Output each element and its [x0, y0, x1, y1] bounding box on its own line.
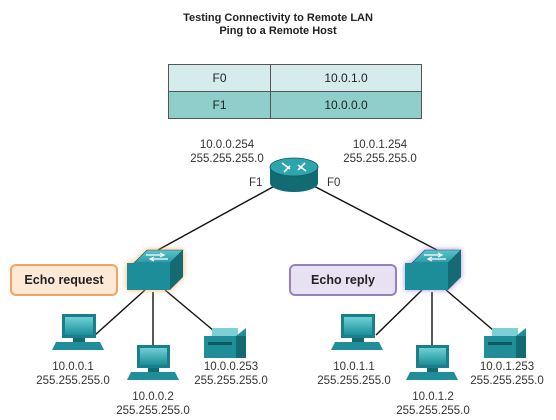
router-port-f0: F0: [327, 177, 341, 189]
right-pc1-ip: 10.0.1.1: [333, 361, 375, 373]
pc-icon: [52, 314, 104, 350]
router-icon: [269, 157, 319, 192]
links: [94, 182, 501, 345]
routing-table: F0 10.0.1.0 F1 10.0.0.0: [168, 64, 422, 119]
table-cell-interface: F1: [168, 91, 271, 119]
table-cell-network: 10.0.0.0: [270, 91, 422, 119]
left-pc1-mask: 255.255.255.0: [36, 375, 110, 387]
left-printer-mask: 255.255.255.0: [194, 375, 268, 387]
diagram-subtitle: Ping to a Remote Host: [219, 25, 337, 37]
link-rsw-printer: [445, 289, 501, 337]
router-right-ip: 10.0.1.254: [352, 139, 408, 151]
router-left-mask: 255.255.255.0: [190, 153, 264, 165]
right-printer-mask: 255.255.255.0: [470, 375, 544, 387]
link-router-left-switch: [157, 182, 281, 251]
pc-icon: [406, 345, 458, 380]
switch-icon: [127, 249, 184, 290]
router-left-ip: 10.0.0.254: [199, 139, 255, 151]
echo-reply-callout: Echo reply: [289, 264, 397, 296]
left-printer-ip: 10.0.0.253: [203, 361, 259, 373]
diagram-title: Testing Connectivity to Remote LAN: [183, 12, 373, 24]
right-pc2-ip: 10.0.1.2: [412, 391, 454, 403]
echo-request-callout: Echo request: [10, 264, 118, 296]
printer-icon: [484, 328, 526, 358]
link-lsw-pc1: [94, 289, 146, 336]
link-rsw-pc1: [375, 289, 423, 336]
link-lsw-printer: [164, 289, 221, 337]
right-pc2-mask: 255.255.255.0: [396, 405, 470, 417]
table-row: F0 10.0.1.0: [168, 64, 422, 92]
left-pc2-mask: 255.255.255.0: [116, 405, 190, 417]
left-pc1-ip: 10.0.0.1: [52, 361, 94, 373]
right-pc1-mask: 255.255.255.0: [317, 375, 391, 387]
link-router-right-switch: [307, 182, 438, 251]
table-cell-interface: F0: [168, 64, 271, 92]
right-printer-ip: 10.0.1.253: [479, 361, 535, 373]
table-row: F1 10.0.0.0: [168, 91, 422, 119]
table-cell-network: 10.0.1.0: [270, 64, 422, 92]
printer-icon: [204, 328, 246, 358]
pc-icon: [127, 345, 179, 380]
router-port-f1: F1: [249, 177, 263, 189]
left-pc2-ip: 10.0.0.2: [132, 391, 174, 403]
pc-icon: [331, 314, 383, 350]
router-right-mask: 255.255.255.0: [343, 153, 417, 165]
switch-icon: [405, 249, 462, 290]
